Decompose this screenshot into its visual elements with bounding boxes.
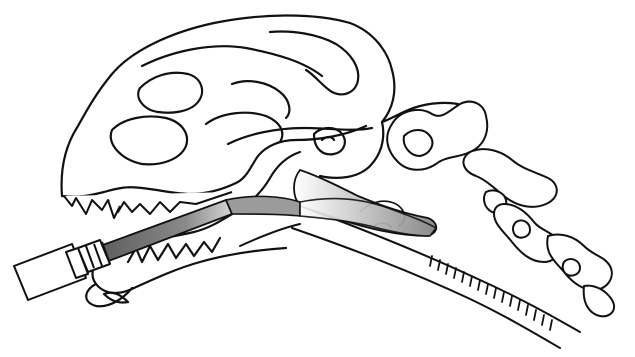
cervical-vertebrae	[387, 102, 614, 317]
skull-outline	[62, 15, 458, 196]
tube-connector	[14, 240, 110, 300]
